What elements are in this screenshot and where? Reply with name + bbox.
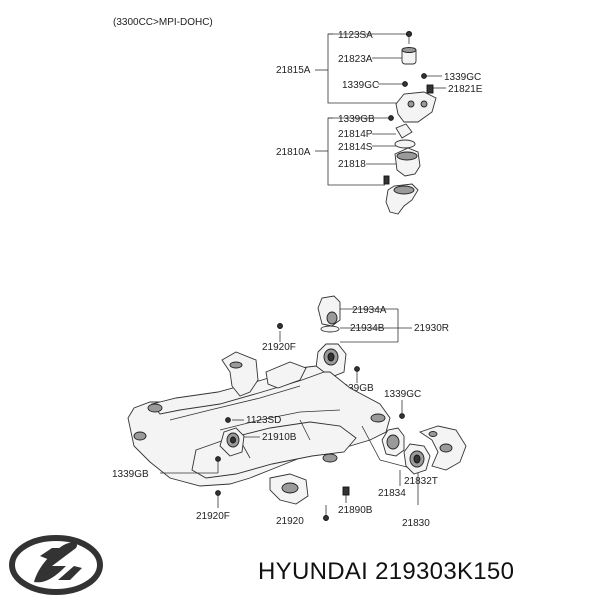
label-21934b: 21934B bbox=[350, 323, 385, 334]
stud-icon bbox=[342, 486, 350, 496]
label-21818: 21818 bbox=[338, 159, 366, 170]
label-1339gc-upper-right: 1339GC bbox=[444, 72, 481, 83]
washer-icon bbox=[394, 139, 416, 149]
label-21830: 21830 bbox=[402, 518, 430, 529]
nut-icon bbox=[399, 413, 405, 419]
label-21814p: 21814P bbox=[338, 129, 373, 140]
label-1339gb-mid: 1339GB bbox=[337, 383, 374, 394]
mount-bracket-icon bbox=[395, 91, 437, 123]
label-1339gc-upper-left: 1339GC bbox=[342, 80, 379, 91]
subframe bbox=[127, 351, 391, 505]
bolt-icon bbox=[405, 30, 413, 38]
bolt-icon bbox=[323, 515, 329, 521]
label-1339gb-lower: 1339GB bbox=[112, 469, 149, 480]
label-21814s: 21814S bbox=[338, 142, 373, 153]
nut-icon bbox=[421, 73, 427, 79]
nut-icon bbox=[354, 366, 360, 372]
washer-icon bbox=[320, 325, 340, 333]
label-21920f-upper: 21920F bbox=[262, 342, 296, 353]
label-21890b: 21890B bbox=[338, 505, 373, 516]
nut-icon bbox=[215, 456, 221, 462]
label-21920: 21920 bbox=[276, 516, 304, 527]
label-21934a: 21934A bbox=[352, 305, 387, 316]
frame-mount-group: 1123SD 21910B 1339GB 21920F bbox=[112, 415, 297, 522]
plate-icon bbox=[395, 123, 413, 139]
label-1339gb-upper: 1339GB bbox=[338, 114, 375, 125]
label-1339gc-mid: 1339GC bbox=[384, 389, 421, 400]
label-21821e: 21821E bbox=[448, 84, 483, 95]
bolt-icon bbox=[277, 323, 283, 329]
front-mount-group: 21934A 21934B 21930R 21920F 1339GB 1339G… bbox=[262, 295, 449, 419]
engine-note: (3300CC>MPI-DOHC) bbox=[113, 17, 213, 28]
label-21832t: 21832T bbox=[404, 476, 438, 487]
mid-mount-group: 1339GB 21814P 21814S 21810A 21818 bbox=[276, 114, 421, 215]
nut-icon bbox=[402, 81, 408, 87]
label-21815a: 21815A bbox=[276, 65, 311, 76]
bracket-21815a bbox=[327, 33, 400, 104]
label-1123sd: 1123SD bbox=[246, 415, 281, 426]
bolt-icon bbox=[215, 490, 221, 496]
stud-icon bbox=[426, 84, 434, 94]
stud-icon bbox=[383, 175, 390, 185]
label-1123sa: 1123SA bbox=[338, 30, 373, 41]
upper-mount-group: 1123SA 21823A 21815A 1339GC 1339GC 21821… bbox=[276, 30, 483, 123]
label-21810a: 21810A bbox=[276, 147, 311, 158]
hyundai-logo bbox=[9, 535, 103, 595]
label-21823a: 21823A bbox=[338, 54, 373, 65]
label-21920f-lower: 21920F bbox=[196, 511, 230, 522]
label-21930r: 21930R bbox=[414, 323, 449, 334]
part-caption: HYUNDAI 219303K150 bbox=[258, 558, 514, 585]
label-21834: 21834 bbox=[378, 488, 406, 499]
bolt-icon bbox=[225, 417, 231, 423]
nut-icon bbox=[388, 115, 394, 121]
label-21910b: 21910B bbox=[262, 432, 297, 443]
rear-mount-group: 21832T 21834 21890B 21920 21830 bbox=[276, 425, 467, 529]
